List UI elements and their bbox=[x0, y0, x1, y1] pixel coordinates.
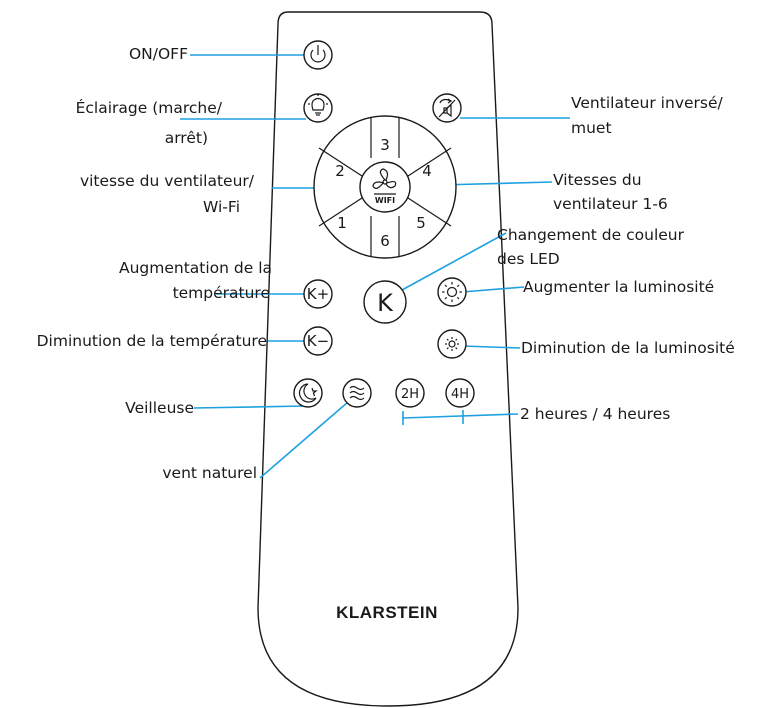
label-speed-wifi-line1: vitesse du ventilateur/ bbox=[80, 172, 255, 190]
label-led-line1: Changement de couleur bbox=[497, 226, 685, 244]
timer-2h-button[interactable]: 2H bbox=[395, 378, 425, 408]
label-lighting-line1: Éclairage (marche/ bbox=[76, 98, 223, 117]
sun-large-icon bbox=[442, 282, 462, 302]
label-speeds-line1: Vitesses du bbox=[553, 171, 642, 189]
label-speed-wifi-line2: Wi-Fi bbox=[203, 198, 240, 216]
leader-led bbox=[401, 232, 507, 291]
timer-4h-label: 4H bbox=[451, 387, 469, 402]
label-timer: 2 heures / 4 heures bbox=[520, 405, 670, 423]
power-icon bbox=[310, 49, 326, 63]
light-button[interactable] bbox=[303, 93, 333, 123]
fan-wifi-button[interactable]: WIFI bbox=[359, 161, 411, 213]
brightness-up-button[interactable] bbox=[437, 277, 467, 307]
wind-waves-icon bbox=[349, 385, 365, 401]
led-color-label: K bbox=[377, 289, 394, 317]
speed-5[interactable]: 5 bbox=[416, 214, 426, 232]
speed-4[interactable]: 4 bbox=[422, 162, 432, 180]
temp-up-label: K+ bbox=[307, 285, 329, 303]
leader-bright-up bbox=[461, 286, 525, 293]
label-lighting-line2: arrêt) bbox=[165, 129, 208, 147]
label-natural-wind: vent naturel bbox=[162, 464, 257, 482]
leader-speeds bbox=[439, 181, 553, 186]
leader-natural-wind bbox=[259, 401, 349, 479]
power-button[interactable] bbox=[303, 40, 333, 70]
speed-6[interactable]: 6 bbox=[380, 232, 390, 250]
temp-up-button[interactable]: K+ bbox=[303, 279, 333, 309]
label-led-line2: des LED bbox=[497, 250, 560, 268]
led-color-button[interactable]: K bbox=[363, 280, 407, 324]
brand-logo: KLARSTEIN bbox=[336, 603, 438, 622]
temp-down-label: K− bbox=[307, 332, 329, 350]
label-bright-down: Diminution de la luminosité bbox=[521, 339, 735, 357]
night-light-button[interactable] bbox=[293, 378, 323, 408]
leader-night-light bbox=[193, 405, 307, 409]
reverse-mute-icon bbox=[438, 98, 456, 118]
label-night-light: Veilleuse bbox=[125, 399, 194, 417]
timer-4h-button[interactable]: 4H bbox=[445, 378, 475, 408]
timer-2h-label: 2H bbox=[401, 387, 419, 402]
leader-bright-down bbox=[461, 345, 521, 349]
natural-wind-button[interactable] bbox=[342, 378, 372, 408]
wifi-label: WIFI bbox=[375, 196, 395, 205]
temp-down-button[interactable]: K− bbox=[303, 326, 333, 356]
bulb-icon bbox=[308, 94, 328, 116]
leader-lines bbox=[180, 54, 570, 479]
label-reverse-line1: Ventilateur inversé/ bbox=[571, 94, 724, 112]
speed-1[interactable]: 1 bbox=[337, 214, 347, 232]
label-speeds-line2: ventilateur 1-6 bbox=[553, 195, 668, 213]
sun-small-icon bbox=[445, 337, 459, 351]
label-temp-up-line2: température bbox=[173, 284, 270, 302]
label-temp-down: Diminution de la température bbox=[37, 332, 267, 350]
brightness-down-button[interactable] bbox=[437, 329, 467, 359]
label-reverse-line2: muet bbox=[571, 119, 612, 137]
label-bright-up: Augmenter la luminosité bbox=[523, 278, 714, 296]
speed-2[interactable]: 2 bbox=[335, 162, 345, 180]
leader-timer bbox=[402, 413, 519, 419]
label-on-off: ON/OFF bbox=[129, 45, 188, 63]
fan-icon bbox=[372, 168, 397, 189]
label-temp-up-line1: Augmentation de la bbox=[119, 259, 272, 277]
moon-icon bbox=[298, 383, 318, 403]
reverse-mute-button[interactable] bbox=[432, 93, 462, 123]
speed-3[interactable]: 3 bbox=[380, 136, 390, 154]
